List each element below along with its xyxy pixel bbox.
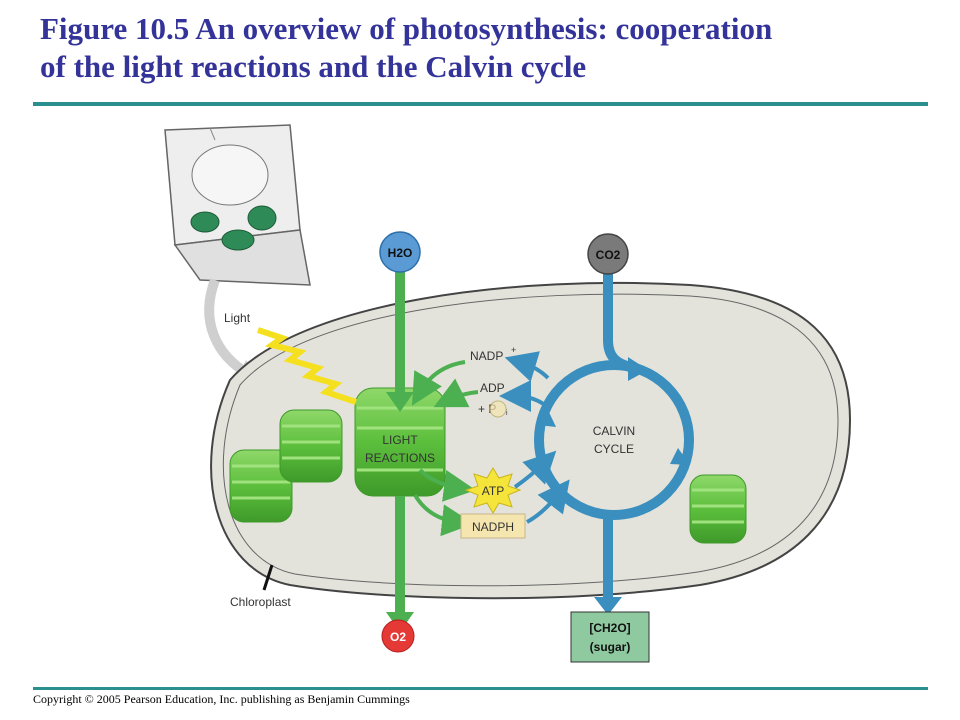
bottom-rule <box>33 687 928 690</box>
calvin-cycle-ring <box>534 360 694 520</box>
nadp-plus-label: NADP <box>470 349 503 363</box>
title-line-1: Figure 10.5 An overview of photosynthesi… <box>40 11 773 46</box>
figure-title: Figure 10.5 An overview of photosynthesi… <box>40 10 940 86</box>
granum-center-left <box>279 409 343 483</box>
svg-text:+: + <box>511 345 516 355</box>
title-line-2: of the light reactions and the Calvin cy… <box>40 49 587 84</box>
atp-label: ATP <box>482 484 504 498</box>
light-reactions-label-2: REACTIONS <box>365 451 435 465</box>
zoom-arrow <box>204 278 253 380</box>
calvin-cycle-label-1: CALVIN <box>593 424 635 438</box>
water-badge: H2O <box>379 231 421 273</box>
oxygen-label: O2 <box>390 630 406 644</box>
light-bolt-icon <box>257 327 357 405</box>
calvin-cycle-label-2: CYCLE <box>594 442 634 456</box>
atp-badge: ATP <box>464 467 522 514</box>
co2-label: CO2 <box>596 248 621 262</box>
granum-right <box>689 474 747 544</box>
chloroplast-label: Chloroplast <box>230 595 291 609</box>
plant-cell-illustration <box>164 124 311 286</box>
oxygen-badge: O2 <box>381 619 415 653</box>
chloroplast-pointer <box>262 564 274 591</box>
adp-label: ADP <box>480 381 505 395</box>
light-reactions-stack <box>354 387 446 497</box>
svg-text:i: i <box>506 410 508 417</box>
top-rule <box>33 102 928 106</box>
nadph-label: NADPH <box>472 520 514 534</box>
nadph-badge: NADPH <box>460 513 526 539</box>
water-label: H2O <box>388 246 413 260</box>
light-reactions-label-1: LIGHT <box>382 433 418 447</box>
copyright-notice: Copyright © 2005 Pearson Education, Inc.… <box>33 692 410 706</box>
phosphate: + P i <box>478 400 508 418</box>
nadp-plus: NADP + <box>470 345 516 363</box>
co2-badge: CO2 <box>587 233 629 275</box>
sugar-formula: [CH2O] <box>589 621 630 635</box>
sugar-label: (sugar) <box>590 640 631 654</box>
light-label: Light <box>224 311 251 325</box>
sugar-box: [CH2O] (sugar) <box>570 611 650 663</box>
granum-left <box>229 449 293 523</box>
